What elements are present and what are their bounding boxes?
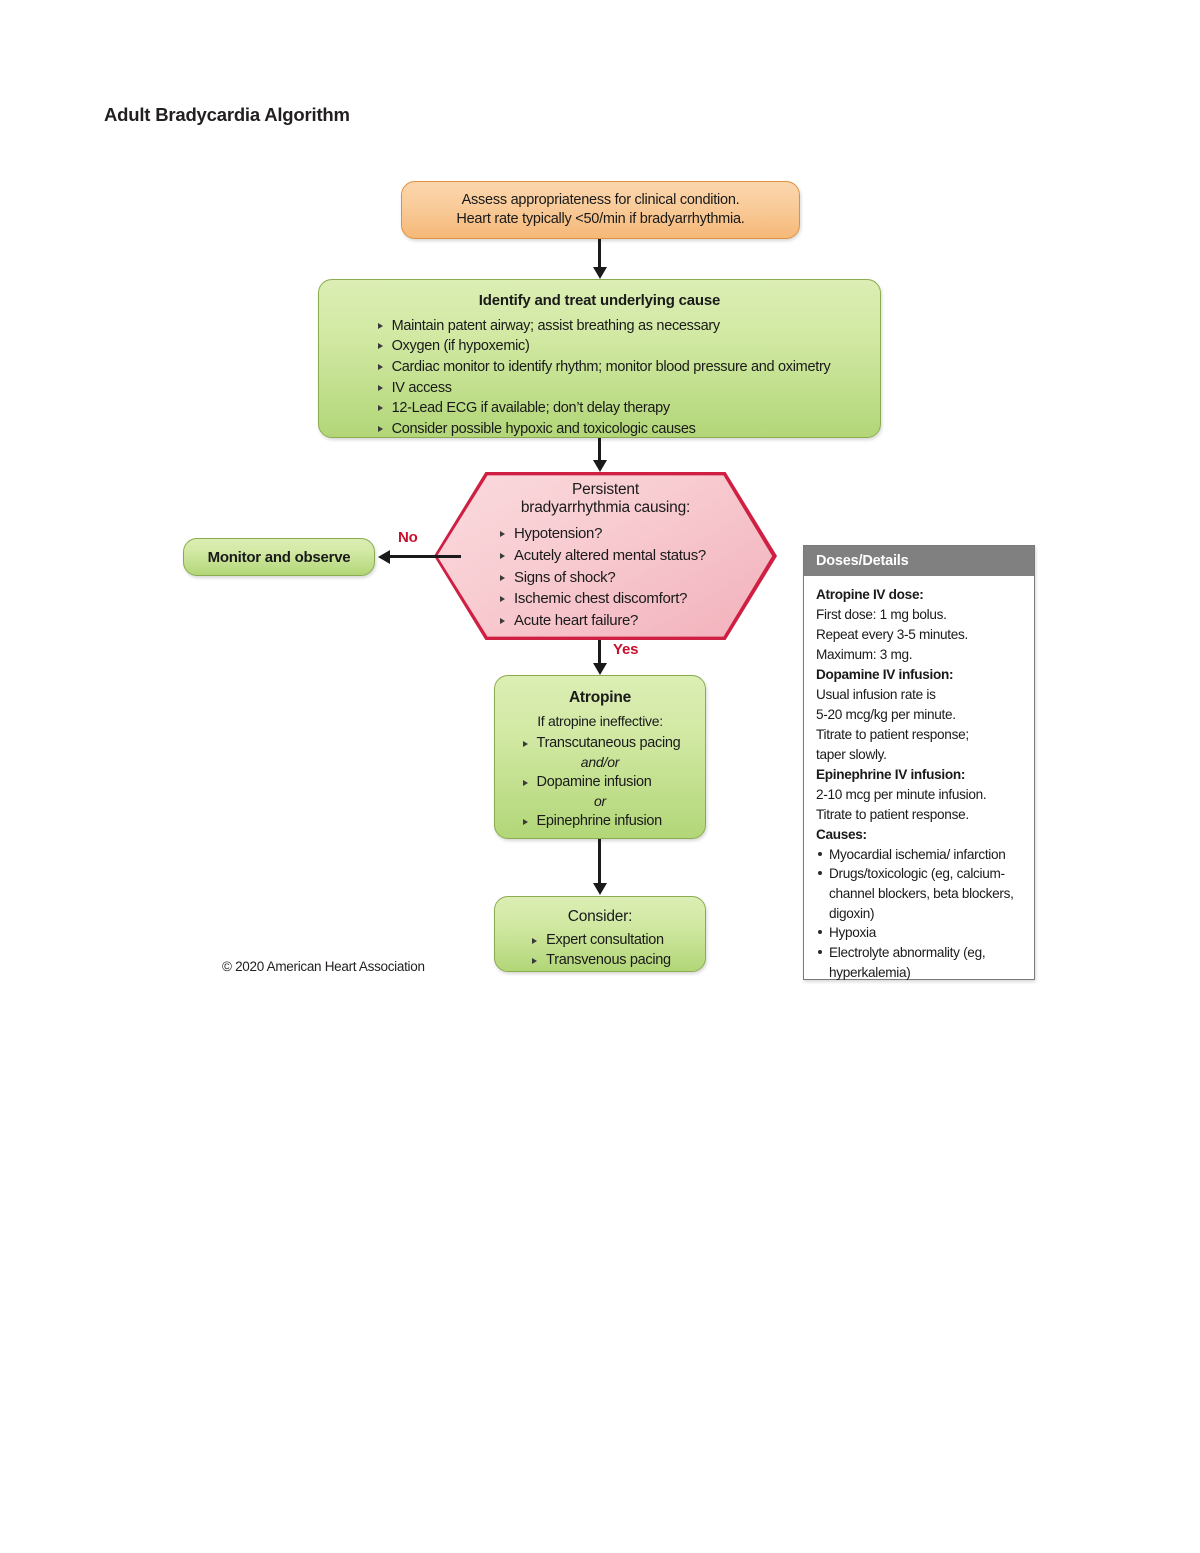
atropine-bullet-list: Transcutaneous pacing: [520, 734, 681, 753]
epinephrine-infusion-line: Titrate to patient response.: [816, 806, 969, 822]
list-item: Dopamine infusion: [520, 773, 681, 792]
doses-details-panel: Doses/Details Atropine IV dose: First do…: [803, 545, 1035, 980]
atropine-bullet-list-3: Epinephrine infusion: [520, 812, 681, 831]
list-item: Maintain patent airway; assist breathing…: [375, 316, 831, 337]
atropine-dose-line: Repeat every 3-5 minutes.: [816, 626, 968, 642]
list-item: Transcutaneous pacing: [520, 734, 681, 753]
dopamine-infusion-line: Usual infusion rate is: [816, 686, 936, 702]
list-item: Oxygen (if hypoxemic): [375, 336, 831, 357]
list-item: Acutely altered mental status?: [497, 545, 706, 567]
copyright-notice: © 2020 American Heart Association: [222, 959, 425, 974]
atropine-dose-line: Maximum: 3 mg.: [816, 646, 913, 662]
identify-title: Identify and treat underlying cause: [478, 292, 721, 309]
causes-heading: Causes:: [816, 826, 867, 842]
arrow-atropine-to-consider: [598, 839, 601, 884]
list-item: Myocardial ischemia/ infarction: [816, 845, 1024, 865]
edge-label-no: No: [398, 529, 418, 546]
consider-bullet-list: Expert consultation Transvenous pacing: [529, 931, 671, 970]
identify-bullet-list: Maintain patent airway; assist breathing…: [375, 316, 831, 439]
dopamine-infusion-line: Titrate to patient response;: [816, 726, 969, 742]
persistent-title-line-2: bradyarrhythmia causing:: [520, 499, 691, 516]
list-item: Acute heart failure?: [497, 610, 706, 632]
page-title: Adult Bradycardia Algorithm: [104, 104, 350, 125]
epinephrine-infusion-heading: Epinephrine IV infusion:: [816, 766, 966, 782]
arrow-persistent-to-atropine: [598, 640, 601, 664]
list-item: Signs of shock?: [497, 567, 706, 589]
dopamine-infusion-line: taper slowly.: [816, 746, 887, 762]
arrow-identify-to-persistent: [598, 438, 601, 461]
list-item: Expert consultation: [529, 931, 671, 950]
assess-line-1: Assess appropriateness for clinical cond…: [461, 192, 740, 208]
list-item: Transvenous pacing: [529, 951, 671, 970]
list-item: Cardiac monitor to identify rhythm; moni…: [375, 357, 831, 378]
list-item: Drugs/toxicologic (eg, calcium-channel b…: [816, 864, 1024, 923]
list-item: Ischemic chest discomfort?: [497, 588, 706, 610]
atropine-dose-line: First dose: 1 mg bolus.: [816, 606, 947, 622]
node-consider: Consider: Expert consultation Transvenou…: [494, 896, 706, 972]
atropine-bullet-list-2: Dopamine infusion: [520, 773, 681, 792]
atropine-title: Atropine: [568, 689, 632, 706]
list-item: 12-Lead ECG if available; don’t delay th…: [375, 398, 831, 419]
list-item: Consider possible hypoxic and toxicologi…: [375, 419, 831, 440]
list-item: Epinephrine infusion: [520, 812, 681, 831]
arrow-assess-to-identify: [598, 239, 601, 268]
atropine-lead: If atropine ineffective:: [537, 713, 663, 730]
consider-title: Consider:: [567, 908, 633, 925]
arrow-persistent-to-monitor: [389, 555, 461, 558]
causes-list: Myocardial ischemia/ infarction Drugs/to…: [816, 845, 1024, 983]
dopamine-infusion-line: 5-20 mcg/kg per minute.: [816, 706, 956, 722]
doses-details-header: Doses/Details: [804, 546, 1034, 576]
epinephrine-infusion-line: 2-10 mcg per minute infusion.: [816, 786, 987, 802]
node-atropine: Atropine If atropine ineffective: Transc…: [494, 675, 706, 839]
persistent-bullet-list: Hypotension? Acutely altered mental stat…: [497, 523, 706, 632]
edge-label-yes: Yes: [613, 641, 639, 658]
dopamine-infusion-heading: Dopamine IV infusion:: [816, 666, 954, 682]
decision-hexagon-content: Persistent bradyarrhythmia causing: Hypo…: [434, 481, 777, 632]
list-item: Electrolyte abnormality (eg, hyperkalemi…: [816, 943, 1024, 982]
assess-line-2: Heart rate typically <50/min if bradyarr…: [456, 211, 745, 228]
node-monitor-and-observe: Monitor and observe: [183, 538, 375, 576]
list-item: IV access: [375, 378, 831, 399]
doses-details-body: Atropine IV dose: First dose: 1 mg bolus…: [804, 576, 1034, 989]
list-item: Hypotension?: [497, 523, 706, 545]
list-item: Hypoxia: [816, 923, 1024, 943]
node-assess-appropriateness: Assess appropriateness for clinical cond…: [401, 181, 800, 239]
monitor-label: Monitor and observe: [207, 549, 351, 566]
persistent-title-line-1: Persistent: [572, 481, 639, 498]
node-identify-and-treat: Identify and treat underlying cause Main…: [318, 279, 881, 438]
atropine-connector-1: and/or: [580, 753, 620, 770]
atropine-dose-heading: Atropine IV dose:: [816, 587, 924, 602]
atropine-connector-2: or: [593, 792, 607, 809]
